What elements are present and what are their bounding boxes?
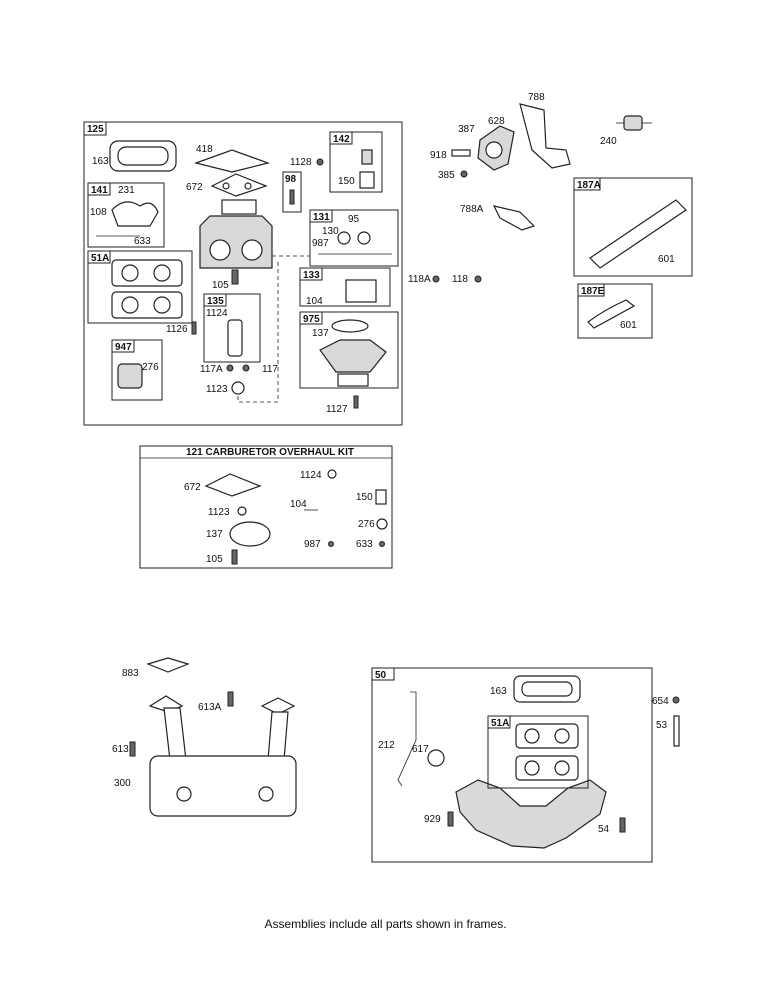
svg-text:53: 53 (656, 720, 668, 731)
svg-text:385: 385 (438, 170, 455, 181)
manifold-parts: 163 212 617 929 54 (378, 675, 626, 849)
frame-975: 975 137 1127 (299, 311, 399, 415)
screw-1128: 1128 (290, 157, 324, 168)
frame-135: 135 1124 (203, 293, 261, 363)
frame-947: 947 276 (111, 339, 163, 401)
svg-text:137: 137 (206, 529, 223, 540)
frame-133: 133 104 (299, 267, 391, 307)
svg-text:133: 133 (303, 270, 320, 281)
gasket-163: 163 (92, 140, 177, 172)
svg-text:187A: 187A (577, 180, 601, 191)
svg-text:633: 633 (134, 236, 151, 247)
frame-141: 141 231 108 633 (87, 182, 165, 248)
svg-text:918: 918 (430, 150, 447, 161)
svg-text:601: 601 (620, 320, 637, 331)
svg-text:163: 163 (490, 686, 507, 697)
svg-text:788: 788 (528, 92, 545, 103)
stud-53: 654 53 (652, 696, 680, 747)
svg-text:1126: 1126 (166, 324, 188, 335)
governor-bracket: 788 628 387 918 385 788A (430, 92, 571, 231)
frame-125-label: 125 (87, 124, 104, 135)
svg-text:929: 929 (424, 814, 441, 825)
svg-text:150: 150 (356, 492, 373, 503)
frame-98: 98 (282, 171, 302, 213)
svg-text:1123: 1123 (206, 384, 228, 395)
screw-1126: 1126 (166, 321, 197, 335)
svg-text:240: 240 (600, 136, 617, 147)
frame-142: 142 150 (329, 131, 383, 193)
svg-text:163: 163 (92, 156, 109, 167)
svg-text:118A: 118A (408, 274, 431, 285)
svg-text:231: 231 (118, 185, 135, 196)
svg-text:141: 141 (91, 185, 108, 196)
svg-text:131: 131 (313, 212, 330, 223)
svg-text:105: 105 (206, 554, 223, 565)
frame-187A: 187A 601 (573, 177, 693, 277)
frame-131: 131 95 130 987 (309, 209, 399, 267)
svg-text:883: 883 (122, 668, 139, 679)
svg-text:788A: 788A (460, 204, 484, 215)
svg-text:104: 104 (290, 499, 307, 510)
svg-text:613: 613 (112, 744, 129, 755)
svg-text:117: 117 (262, 364, 278, 375)
jets-117: 117A 117 1123 (200, 255, 310, 403)
filter-240: 240 (600, 115, 652, 147)
svg-text:108: 108 (90, 207, 107, 218)
gasket-672: 672 (186, 173, 268, 197)
svg-text:1124: 1124 (300, 470, 322, 481)
svg-text:51A: 51A (91, 253, 109, 264)
svg-text:1127: 1127 (326, 404, 348, 415)
svg-text:628: 628 (488, 116, 505, 127)
svg-text:51A: 51A (491, 718, 509, 729)
svg-text:1128: 1128 (290, 157, 312, 168)
svg-text:105: 105 (212, 280, 229, 291)
svg-text:276: 276 (358, 519, 375, 530)
svg-text:118: 118 (452, 274, 468, 285)
svg-text:54: 54 (598, 824, 610, 835)
svg-text:98: 98 (285, 174, 297, 185)
svg-text:104: 104 (306, 296, 323, 307)
frame-125: 125 (83, 121, 403, 426)
carburetor-body: 105 (199, 199, 273, 291)
svg-text:150: 150 (338, 176, 355, 187)
svg-text:1123: 1123 (208, 507, 230, 518)
svg-text:633: 633 (356, 539, 373, 550)
footer-note: Assemblies include all parts shown in fr… (264, 917, 507, 931)
svg-text:947: 947 (115, 342, 132, 353)
frame-187E: 187E 601 (577, 283, 653, 339)
svg-text:987: 987 (304, 539, 321, 550)
kit-121: 121 CARBURETOR OVERHAUL KIT 672 1124 104… (139, 445, 393, 569)
svg-text:975: 975 (303, 314, 320, 325)
svg-text:137: 137 (312, 328, 329, 339)
svg-text:617: 617 (412, 744, 429, 755)
svg-text:1124: 1124 (206, 308, 228, 319)
screws-118: 118A 118 (408, 274, 482, 285)
svg-text:117A: 117A (200, 364, 223, 375)
svg-text:601: 601 (658, 254, 675, 265)
svg-text:142: 142 (333, 134, 350, 145)
frame-50: 50 (371, 667, 653, 863)
frame-51A-manifold: 51A (487, 715, 589, 789)
svg-text:418: 418 (196, 144, 213, 155)
svg-text:135: 135 (207, 296, 224, 307)
muffler-assembly: 883 613A 613 300 (112, 657, 297, 817)
svg-text:672: 672 (184, 482, 201, 493)
svg-text:212: 212 (378, 740, 395, 751)
svg-text:672: 672 (186, 182, 203, 193)
svg-text:300: 300 (114, 778, 131, 789)
svg-text:387: 387 (458, 124, 475, 135)
svg-text:613A: 613A (198, 702, 222, 713)
svg-text:276: 276 (142, 362, 159, 373)
gasket-418: 418 (193, 144, 271, 173)
kit-title: 121 CARBURETOR OVERHAUL KIT (186, 447, 354, 458)
svg-text:50: 50 (375, 670, 387, 681)
svg-text:130: 130 (322, 226, 339, 237)
frame-51A: 51A (87, 250, 193, 324)
svg-text:987: 987 (312, 238, 329, 249)
svg-text:95: 95 (348, 214, 360, 225)
svg-text:654: 654 (652, 696, 669, 707)
svg-text:187E: 187E (581, 286, 605, 297)
